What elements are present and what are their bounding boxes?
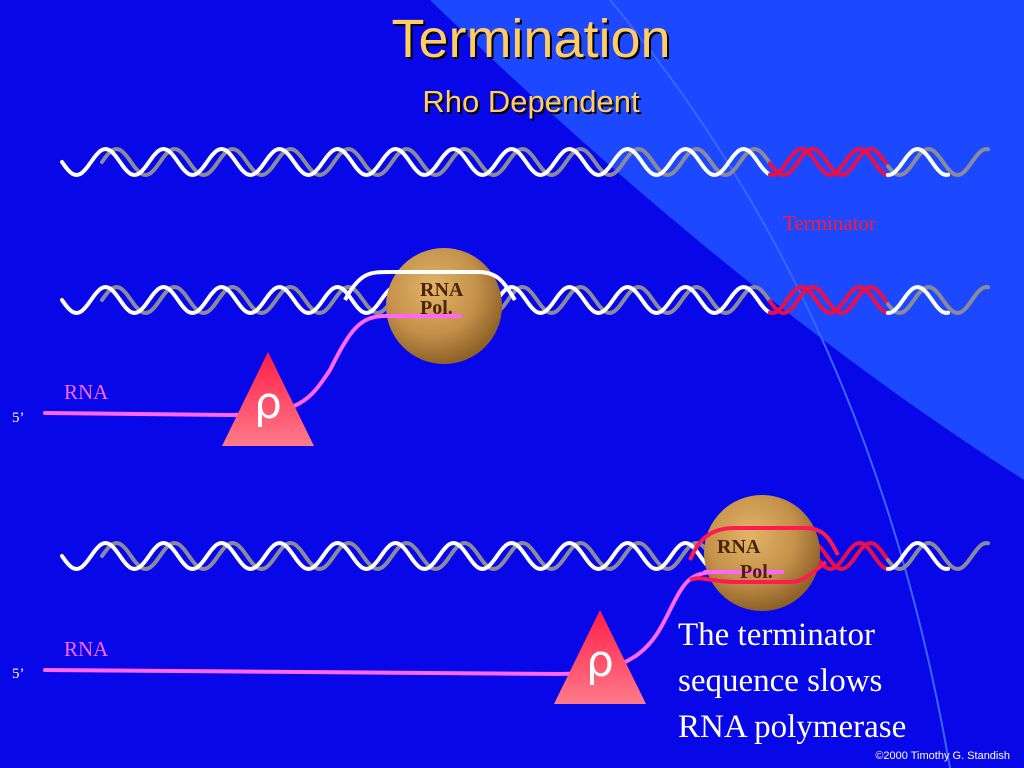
dna-strand-white: [60, 146, 772, 178]
rna-label-bottom: RNA: [64, 637, 109, 661]
dna-strand-grey: [100, 146, 772, 178]
dna-strand-grey-end: [886, 284, 990, 316]
five-prime-label-middle: 5’: [12, 410, 25, 426]
dna-helix-bottom: [60, 540, 990, 572]
terminator-strand-b: [768, 146, 890, 178]
dna-strand-white-end: [886, 146, 950, 178]
background-arc: [609, 0, 951, 768]
caption: The terminator sequence slows RNA polyme…: [678, 612, 906, 750]
page-subtitle: Rho Dependent: [422, 84, 640, 119]
five-prime-label-bottom: 5’: [12, 666, 25, 682]
caption-line-1: The terminator: [678, 617, 876, 653]
polymerase-label-middle-line2: Pol.: [420, 297, 453, 319]
polymerase-label-bottom-line2: Pol.: [740, 561, 773, 583]
caption-line-2: sequence slows: [678, 663, 883, 699]
dna-strand-grey: [100, 540, 772, 572]
caption-line-3: RNA polymerase: [678, 709, 907, 745]
page-title: Termination: [391, 9, 671, 69]
rna-strand-bottom: [43, 570, 782, 677]
dna-bubble-strand-bottom: [688, 526, 840, 561]
rho-symbol-middle: ρ: [254, 378, 282, 429]
terminator-strand-b: [768, 284, 890, 316]
background-accent-region: [430, 0, 1024, 480]
rho-symbol-bottom: ρ: [586, 636, 614, 687]
rna-label-middle: RNA: [64, 380, 109, 404]
dna-strand-grey-end: [886, 146, 990, 178]
polymerase-label-middle-line1: RNA: [420, 279, 464, 301]
dna-bubble-strand-bottom-lower: [689, 560, 828, 584]
polymerase-label-bottom-line1: RNA: [717, 536, 761, 558]
copyright-notice: ©2000 Timothy G. Standish: [875, 750, 1010, 762]
terminator-label: Terminator: [783, 211, 876, 235]
dna-strand-white: [60, 540, 772, 572]
terminator-strand-a: [768, 284, 890, 316]
dna-helix-top: [60, 146, 990, 178]
terminator-strand-a: [768, 146, 890, 178]
dna-strand-white-end: [886, 284, 950, 316]
dna-strand-white-end: [886, 540, 950, 572]
rho-factor-middle: [222, 352, 314, 446]
dna-bubble-strand-middle: [343, 270, 517, 302]
rna-polymerase-middle: [386, 248, 502, 364]
dna-strand-grey-end: [886, 540, 990, 572]
rho-factor-bottom: [554, 610, 646, 704]
